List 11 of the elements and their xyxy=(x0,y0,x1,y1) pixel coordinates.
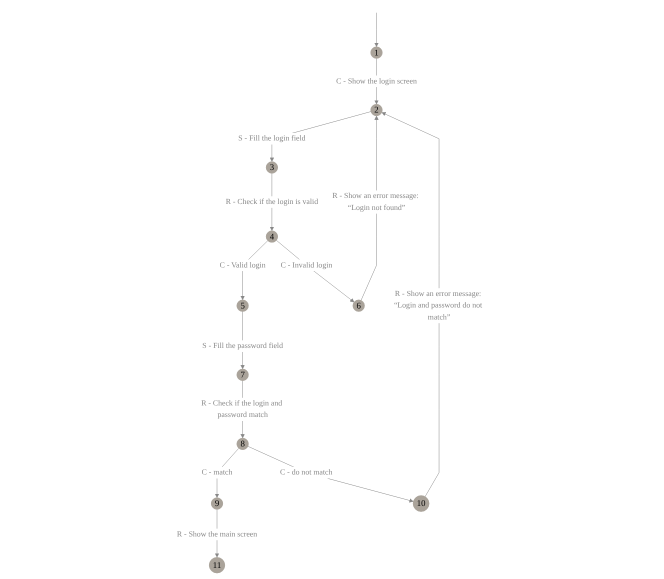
node-circle: 10 xyxy=(412,495,430,512)
node-circle: 1 xyxy=(370,46,382,59)
node-circle: 2 xyxy=(370,104,382,116)
node-circle: 4 xyxy=(266,230,278,243)
node-circle: 8 xyxy=(236,438,248,450)
node-circle: 11 xyxy=(208,557,225,574)
node-circle: 7 xyxy=(236,368,248,381)
node-circle: 6 xyxy=(352,300,364,312)
node-circle: 5 xyxy=(236,300,248,312)
node-circle: 3 xyxy=(266,161,278,174)
node-circle: 9 xyxy=(210,497,223,510)
